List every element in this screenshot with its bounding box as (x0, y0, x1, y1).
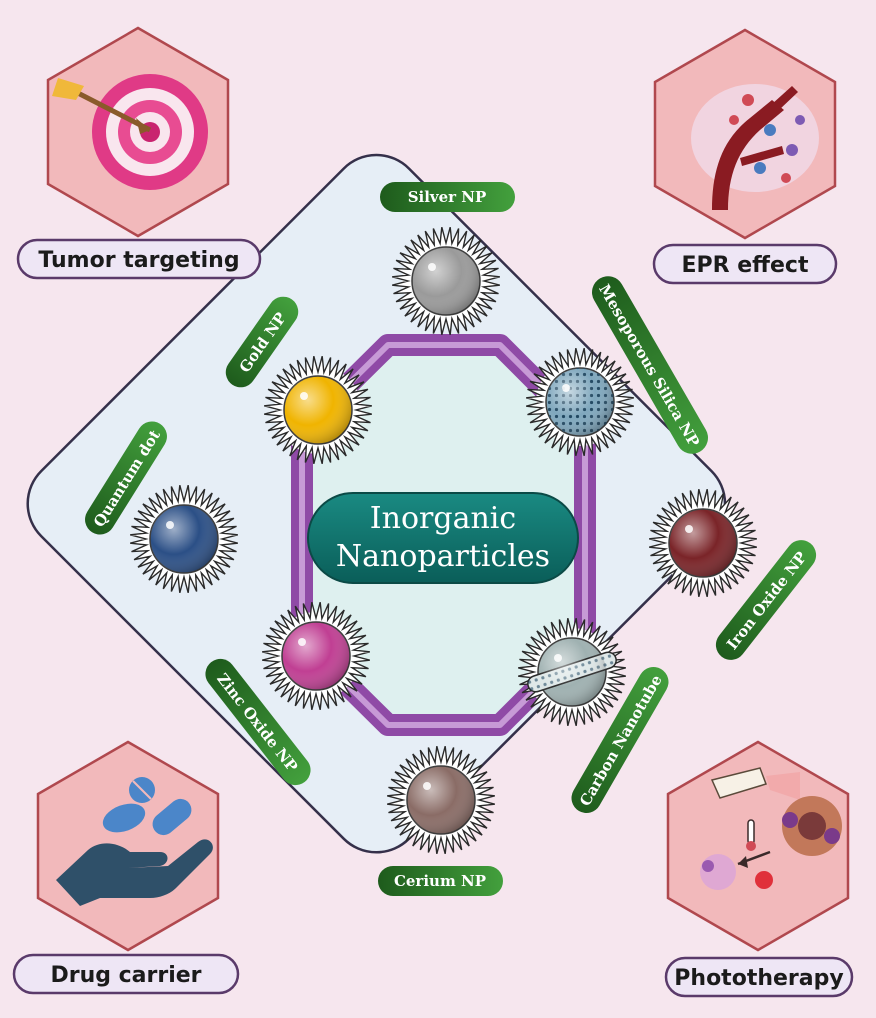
corner-drug-carrier: Drug carrier (12, 740, 240, 995)
blood-vessel-icon (691, 84, 819, 210)
corner-label: Phototherapy (674, 966, 843, 991)
nanoparticle-mesoporous-silica (526, 348, 634, 456)
target-icon (52, 74, 208, 190)
nanoparticle-iron-oxide (649, 489, 757, 597)
np-label-text: Silver NP (408, 188, 487, 206)
octagon-inner-stroke (299, 342, 588, 728)
nanoparticle-gold (264, 356, 372, 464)
corner-hexagon (666, 740, 850, 952)
title-line2: Nanoparticles (336, 539, 550, 574)
corner-label: Tumor targeting (38, 248, 239, 273)
nanoparticle-silver (392, 227, 500, 335)
np-label-silver: Silver NP (380, 182, 515, 212)
hand-pills-icon (56, 777, 213, 906)
title-pill: Inorganic Nanoparticles (307, 492, 579, 584)
nanoparticle-zinc-oxide (262, 602, 370, 710)
np-label-text: Cerium NP (394, 872, 486, 890)
title-line1: Inorganic (370, 501, 516, 536)
nanoparticle-layer (130, 227, 757, 854)
np-label-cerium: Cerium NP (378, 866, 503, 896)
nanoparticle-quantum-dot (130, 485, 238, 593)
corner-phototherapy: Phototherapy (664, 740, 854, 998)
nanoparticle-carbon-nanotube (518, 618, 626, 726)
corner-label: EPR effect (682, 253, 809, 278)
corner-hexagon (36, 740, 220, 952)
nanoparticle-cerium (387, 746, 495, 854)
corner-epr-effect: EPR effect (652, 28, 838, 285)
corner-tumor-targeting: Tumor targeting (16, 26, 262, 280)
laser-cell-icon (700, 767, 842, 890)
corner-label: Drug carrier (50, 963, 201, 988)
